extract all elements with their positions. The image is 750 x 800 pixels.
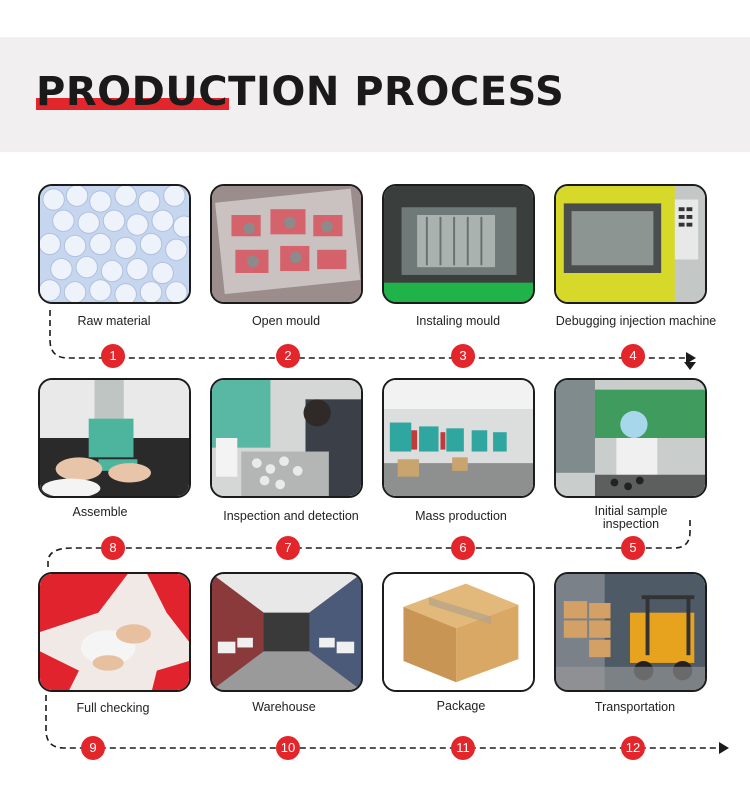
step-image-raw-material: [38, 184, 191, 304]
step-label-12: Transportation: [594, 700, 676, 714]
step-image-mass-production: [382, 378, 535, 498]
step-number-6: 6: [451, 536, 475, 560]
header-band: [0, 37, 750, 152]
step-image-transportation: [554, 572, 707, 692]
step-number-12: 12: [621, 736, 645, 760]
step-number-7: 7: [276, 536, 300, 560]
step-image-assemble: [38, 378, 191, 498]
step-number-3: 3: [451, 344, 475, 368]
step-number-1: 1: [101, 344, 125, 368]
step-label-2: Open mould: [251, 314, 321, 328]
step-label-3: Instaling mould: [415, 314, 501, 328]
step-image-full-checking: [38, 572, 191, 692]
step-label-7: Inspection and detection: [223, 509, 359, 523]
step-label-4: Debugging injection machine: [555, 314, 717, 328]
step-number-8: 8: [101, 536, 125, 560]
step-label-9: Full checking: [76, 701, 150, 715]
step-number-5: 5: [621, 536, 645, 560]
step-image-open-mould: [210, 184, 363, 304]
step-image-debugging-machine: [554, 184, 707, 304]
step-label-5: Initial sample inspection: [594, 504, 668, 531]
step-image-package: [382, 572, 535, 692]
step-label-11: Package: [436, 699, 486, 713]
step-number-11: 11: [451, 736, 475, 760]
step-number-4: 4: [621, 344, 645, 368]
step-label-8: Assemble: [72, 505, 128, 519]
step-image-inspection: [210, 378, 363, 498]
step-label-6: Mass production: [415, 509, 507, 523]
step-image-installing-mould: [382, 184, 535, 304]
step-image-initial-inspection: [554, 378, 707, 498]
step-image-warehouse: [210, 572, 363, 692]
step-label-10: Warehouse: [252, 700, 316, 714]
step-number-2: 2: [276, 344, 300, 368]
title-underline: [36, 98, 229, 110]
step-label-1: Raw material: [77, 314, 151, 328]
page-title: PRODUCTION PROCESS: [36, 69, 565, 115]
step-number-9: 9: [81, 736, 105, 760]
step-number-10: 10: [276, 736, 300, 760]
